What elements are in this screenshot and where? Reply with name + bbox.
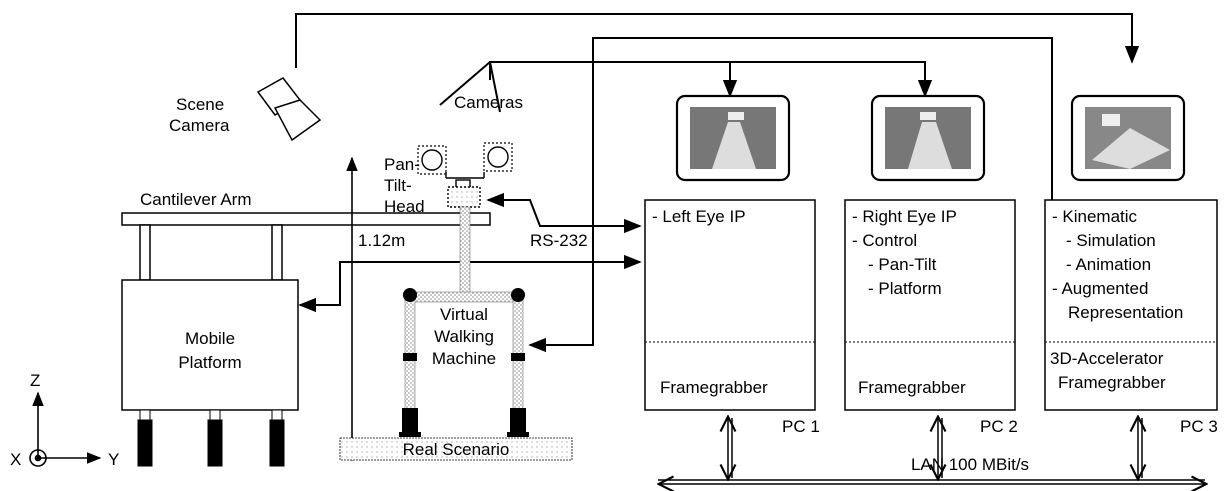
right-camera-icon bbox=[483, 142, 513, 172]
left-camera-icon bbox=[417, 145, 447, 175]
pc3-box bbox=[1044, 199, 1218, 411]
pc3-item-1: - Simulation bbox=[1066, 231, 1156, 250]
pc1-footer-0: Framegrabber bbox=[660, 378, 768, 397]
pc3-item-2: - Animation bbox=[1066, 255, 1151, 274]
walking-machine-label-1: Virtual bbox=[440, 305, 488, 324]
scene-camera-label-1: Scene bbox=[176, 95, 224, 114]
pc2-label: PC 2 bbox=[980, 417, 1018, 436]
pc2-item-2: - Pan-Tilt bbox=[868, 255, 937, 274]
cantilever-arm-label: Cantilever Arm bbox=[140, 190, 251, 209]
pc2-footer-0: Framegrabber bbox=[858, 378, 966, 397]
real-scenario-box bbox=[339, 437, 573, 461]
axis-y-label: Y bbox=[108, 450, 119, 469]
platform-to-pc1-link bbox=[298, 254, 642, 313]
pc3-item-0: - Kinematic bbox=[1052, 207, 1138, 226]
pc1-box bbox=[644, 199, 816, 411]
pc3-monitor-icon bbox=[1070, 94, 1186, 182]
axis-z-label: Z bbox=[30, 371, 40, 390]
walking-machine bbox=[399, 206, 529, 437]
walking-machine-label-2: Walking bbox=[434, 327, 494, 346]
cantilever-arm bbox=[121, 212, 491, 281]
pc3-item-4: Representation bbox=[1068, 303, 1183, 322]
pc2-box bbox=[844, 199, 1016, 411]
scene-camera-label-2: Camera bbox=[169, 116, 230, 135]
pc3-label: PC 3 bbox=[1180, 417, 1218, 436]
pan-tilt-head-icon bbox=[445, 172, 485, 208]
pc3-footer-0: 3D-Accelerator bbox=[1050, 349, 1164, 368]
platform-wheels bbox=[137, 409, 285, 467]
pc3-footer-1: Framegrabber bbox=[1058, 373, 1166, 392]
pan-tilt-head-label-2: Tilt- bbox=[384, 176, 412, 195]
real-scenario-label: Real Scenario bbox=[403, 440, 510, 459]
pan-tilt-head-label-3: Head bbox=[384, 197, 425, 216]
mobile-platform-label-1: Mobile bbox=[185, 329, 235, 348]
axis-x-label: X bbox=[10, 450, 21, 469]
rs232-label: RS-232 bbox=[530, 231, 588, 250]
scene-camera-icon bbox=[256, 77, 322, 142]
pc1-label: PC 1 bbox=[782, 417, 820, 436]
pc2-monitor-icon bbox=[870, 94, 986, 182]
pantilt-to-pc1-link bbox=[486, 192, 642, 234]
mobile-platform-label-2: Platform bbox=[178, 353, 241, 372]
walking-machine-label-3: Machine bbox=[432, 349, 496, 368]
pc2-item-1: - Control bbox=[852, 231, 917, 250]
cameras-label: Cameras bbox=[454, 93, 523, 112]
pc2-item-3: - Platform bbox=[868, 279, 942, 298]
pc1-item-0: - Left Eye IP bbox=[652, 207, 746, 226]
coordinate-axes bbox=[29, 391, 102, 467]
pan-tilt-head-label-1: Pan- bbox=[384, 155, 420, 174]
height-label: 1.12m bbox=[358, 231, 405, 250]
pc3-item-3: - Augmented bbox=[1052, 279, 1148, 298]
pc1-monitor-icon bbox=[675, 94, 791, 182]
pc2-item-0: - Right Eye IP bbox=[852, 207, 957, 226]
lan-label: LAN 100 MBit/s bbox=[911, 455, 1029, 474]
lan-bus bbox=[658, 418, 1205, 484]
